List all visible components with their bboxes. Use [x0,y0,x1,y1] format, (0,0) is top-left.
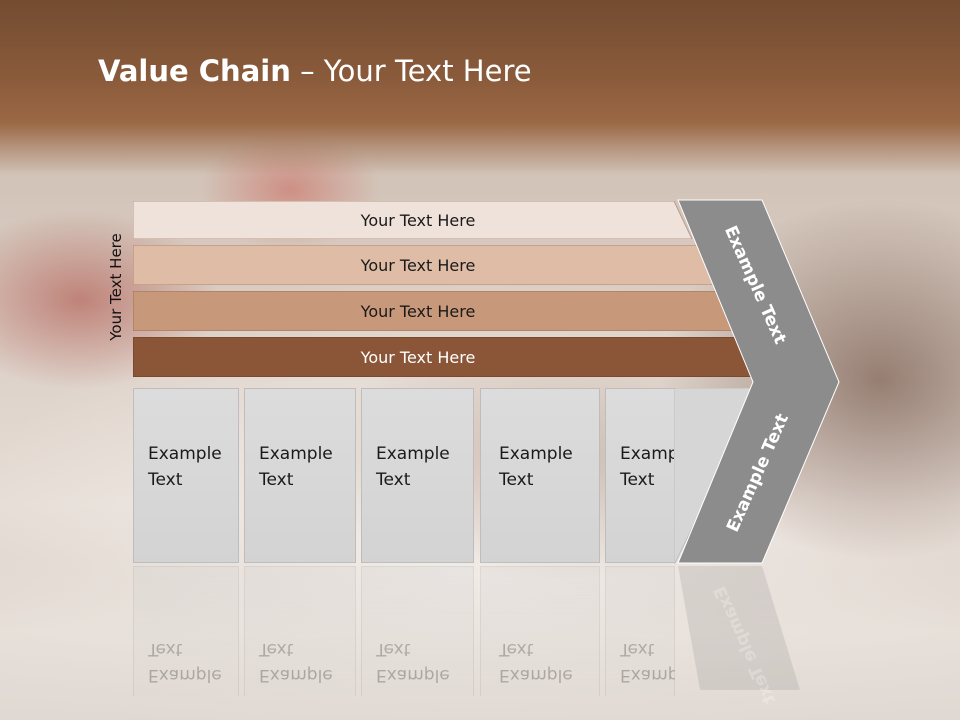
row-2-label: Your Text Here [360,255,476,275]
title-bold: Value Chain [98,54,291,88]
row-1-label: Your Text Here [360,210,476,230]
row-3-shape [133,291,741,331]
row-1-shape [133,201,693,239]
row-4[interactable]: Your Text Here [133,337,765,377]
row-4-shape [133,337,765,377]
plate-fade [0,560,960,720]
slide-title[interactable]: Value Chain – Your Text Here [98,54,532,88]
row-3-label: Your Text Here [360,301,476,321]
row-3[interactable]: Your Text Here [133,291,741,331]
row-2[interactable]: Your Text Here [133,245,718,285]
row-2-shape [133,245,718,285]
title-rest: – Your Text Here [290,54,532,88]
title-banner [0,0,960,175]
row-4-label: Your Text Here [360,347,476,367]
row-1[interactable]: Your Text Here [133,201,693,239]
